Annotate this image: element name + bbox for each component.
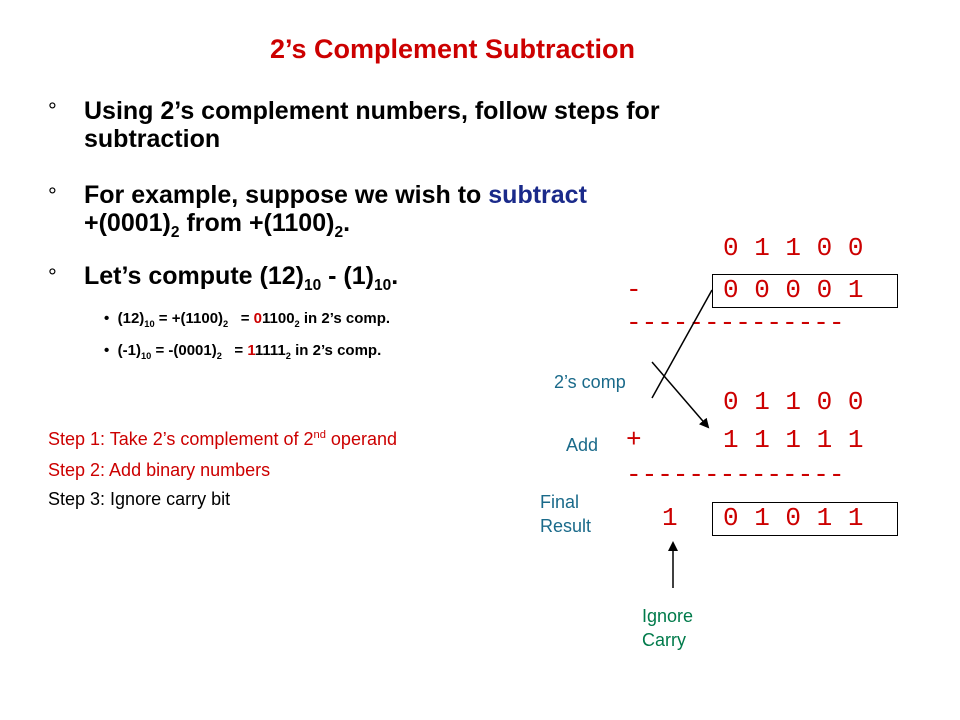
minuend-row: 0 1 1 0 0	[723, 233, 864, 263]
addend-row-1: 0 1 1 0 0	[723, 387, 864, 417]
addend-row-2: 1 1 1 1 1	[723, 425, 864, 455]
bullet-marker: °	[48, 98, 57, 123]
step-3: Step 3: Ignore carry bit	[48, 489, 231, 509]
result-row: 0 1 0 1 1	[723, 503, 864, 533]
sub-bullet-1: • (12)10 = +(1100)2 = 011002 in 2’s comp…	[104, 310, 391, 329]
dash-line-2: --------------	[626, 460, 845, 490]
page-title: 2’s Complement Subtraction	[269, 34, 636, 64]
step-2: Step 2: Add binary numbers	[48, 460, 271, 480]
minus-sign: -	[626, 275, 642, 305]
label-add: Add	[566, 435, 599, 455]
dash-line-1: --------------	[626, 308, 845, 338]
bullet-2-line-1: For example, suppose we wish to subtract	[84, 181, 587, 209]
step-1: Step 1: Take 2’s complement of 2nd opera…	[48, 429, 397, 449]
result-box	[712, 502, 898, 536]
label-ignore-carry: Ignore Carry	[642, 606, 694, 650]
twos-comp-arrow-line	[651, 289, 713, 399]
bullet-marker: °	[48, 264, 57, 289]
twos-comp-arrow	[651, 361, 710, 429]
label-final-result: Final Result	[540, 492, 592, 536]
label-2s-comp: 2’s comp	[554, 372, 626, 392]
plus-sign: +	[626, 425, 642, 455]
sub-bullet-2: • (-1)10 = -(0001)2 = 111112 in 2’s comp…	[104, 342, 382, 361]
bullet-2-line-2: +(0001)2 from +(1100)2.	[84, 209, 351, 241]
bullet-1-line-1: Using 2’s complement numbers, follow ste…	[84, 97, 660, 125]
bullet-1-line-2: subtraction	[84, 125, 221, 153]
subtrahend-row: 0 0 0 0 1	[723, 275, 864, 305]
subtrahend-box	[712, 274, 898, 308]
carry-bit: 1	[662, 503, 678, 533]
bullet-marker: °	[48, 183, 57, 208]
bullet-1: Using 2’s complement numbers, follow ste…	[84, 97, 660, 153]
bullet-3: Let’s compute (12)10 - (1)10.	[84, 262, 399, 294]
subtract-highlight: subtract	[488, 181, 587, 209]
bullet-2: For example, suppose we wish to subtract…	[84, 181, 587, 241]
